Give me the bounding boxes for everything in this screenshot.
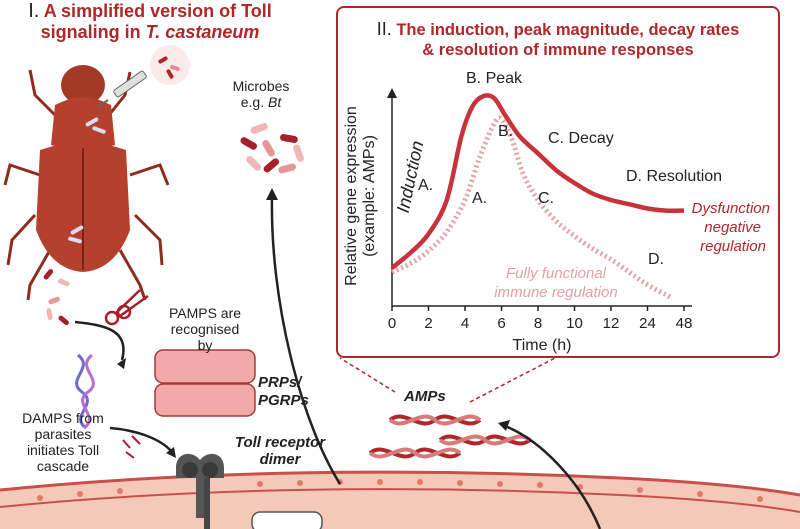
- x-tick-label: 48: [676, 315, 693, 332]
- dna-icon: [75, 353, 95, 430]
- damps-line4: cascade: [36, 458, 90, 474]
- toll-receptor-icon: [176, 453, 224, 529]
- damps-label: DAMPS from parasites initiates Toll casc…: [8, 410, 118, 474]
- arrow-to-amps: [504, 424, 602, 529]
- panel1-title: I. A simplified version of Toll signalin…: [0, 1, 300, 43]
- cell-membrane: [0, 470, 800, 529]
- phase-c-pink-label: C.: [538, 190, 554, 207]
- phase-b-pink-label: B.: [498, 123, 513, 140]
- dysfunction-label-line1: Dysfunction: [692, 200, 770, 217]
- dysfunction-label-line3: regulation: [700, 238, 766, 255]
- x-tick-label: 6: [497, 315, 505, 332]
- amp-helices-icon: [368, 414, 532, 459]
- panel1-title-line2: signaling in: [40, 22, 146, 42]
- phase-peak-label: B. Peak: [466, 70, 523, 87]
- beetle-icon: [3, 65, 170, 301]
- x-tick-label: 0: [388, 315, 396, 332]
- functional-label-line2: immune regulation: [494, 284, 617, 301]
- y-axis-label-line1: Relative gene expression: [343, 106, 360, 286]
- x-axis-label: Time (h): [513, 337, 572, 354]
- series-fully-functional-line: [390, 115, 673, 300]
- y-axis-arrowhead: [387, 88, 397, 98]
- panel2-title-line1: The induction, peak magnitude, decay rat…: [396, 21, 740, 39]
- flow-arrows: [74, 195, 602, 529]
- panel-connector-right: [469, 357, 556, 403]
- damps-line1: DAMPS from: [22, 410, 104, 426]
- panel2-title-line2: & resolution of immune responses: [422, 41, 694, 59]
- damps-fragments-icon: [122, 435, 141, 459]
- panel2-number: II.: [376, 19, 392, 39]
- microbes-label: Microbes e.g. Bt: [226, 78, 296, 110]
- dysfunction-label-line2: negative: [704, 219, 761, 236]
- damps-line3: initiates Toll: [26, 442, 100, 458]
- panel-connector-left: [339, 357, 396, 393]
- microbes-bt: Bt: [268, 94, 282, 110]
- microbes-label-line2: e.g.: [240, 94, 268, 110]
- toll-receptor-label: Toll receptor dimer: [220, 434, 340, 468]
- pgrps-label: PGRPs: [258, 392, 309, 409]
- x-tick-label: 10: [566, 315, 583, 332]
- microbes-small-icon: [43, 269, 70, 326]
- damps-line2: parasites: [34, 426, 92, 442]
- prps-label: PRPs/: [258, 374, 302, 391]
- phase-d-pink-label: D.: [648, 251, 664, 268]
- toll-line1: Toll receptor: [234, 434, 326, 451]
- injected-microbes-icon: [150, 45, 190, 85]
- y-axis-label-line2: (example: AMPs): [361, 135, 378, 257]
- phase-decay-label: C. Decay: [548, 130, 614, 147]
- x-tick-label: 4: [461, 315, 469, 332]
- arrow-to-dna: [74, 320, 125, 361]
- prp-box-top: [154, 349, 256, 384]
- phase-a-red-label: A.: [418, 177, 433, 194]
- x-tick-label: 8: [534, 315, 542, 332]
- panel2-box: II. The induction, peak magnitude, decay…: [336, 6, 780, 358]
- scissors-icon: [104, 289, 149, 326]
- pamps-line1: PAMPS are: [168, 305, 242, 321]
- amps-label: AMPs: [404, 388, 446, 405]
- pamps-label: PAMPS are recognised by: [150, 305, 260, 353]
- panel1-number: I.: [28, 0, 40, 22]
- pamps-line3: by: [197, 337, 213, 353]
- toll-line2: dimer: [259, 451, 301, 468]
- syringe-icon: [97, 70, 147, 108]
- arrowhead-dna: [117, 358, 126, 369]
- panel2-title: II. The induction, peak magnitude, decay…: [338, 19, 778, 60]
- arrow-to-receptor: [109, 426, 173, 453]
- functional-label-line1: Fully functional: [506, 265, 607, 282]
- pamps-line2: recognised: [170, 321, 240, 337]
- phase-resolution-label: D. Resolution: [626, 168, 722, 185]
- phase-a-pink-label: A.: [472, 190, 487, 207]
- microbes-label-line1: Microbes: [232, 78, 290, 94]
- x-tick-label: 2: [424, 315, 432, 332]
- panel1-species: T. castaneum: [145, 22, 260, 42]
- arrow-to-microbes: [270, 195, 342, 485]
- x-tick-label: 12: [603, 315, 620, 332]
- microbes-cluster-icon: [240, 123, 304, 174]
- panel1-title-line1: A simplified version of Toll: [43, 1, 272, 21]
- prp-box-bottom: [154, 383, 256, 417]
- series-dysfunction-line: [390, 93, 685, 270]
- x-tick-label: 24: [639, 315, 656, 332]
